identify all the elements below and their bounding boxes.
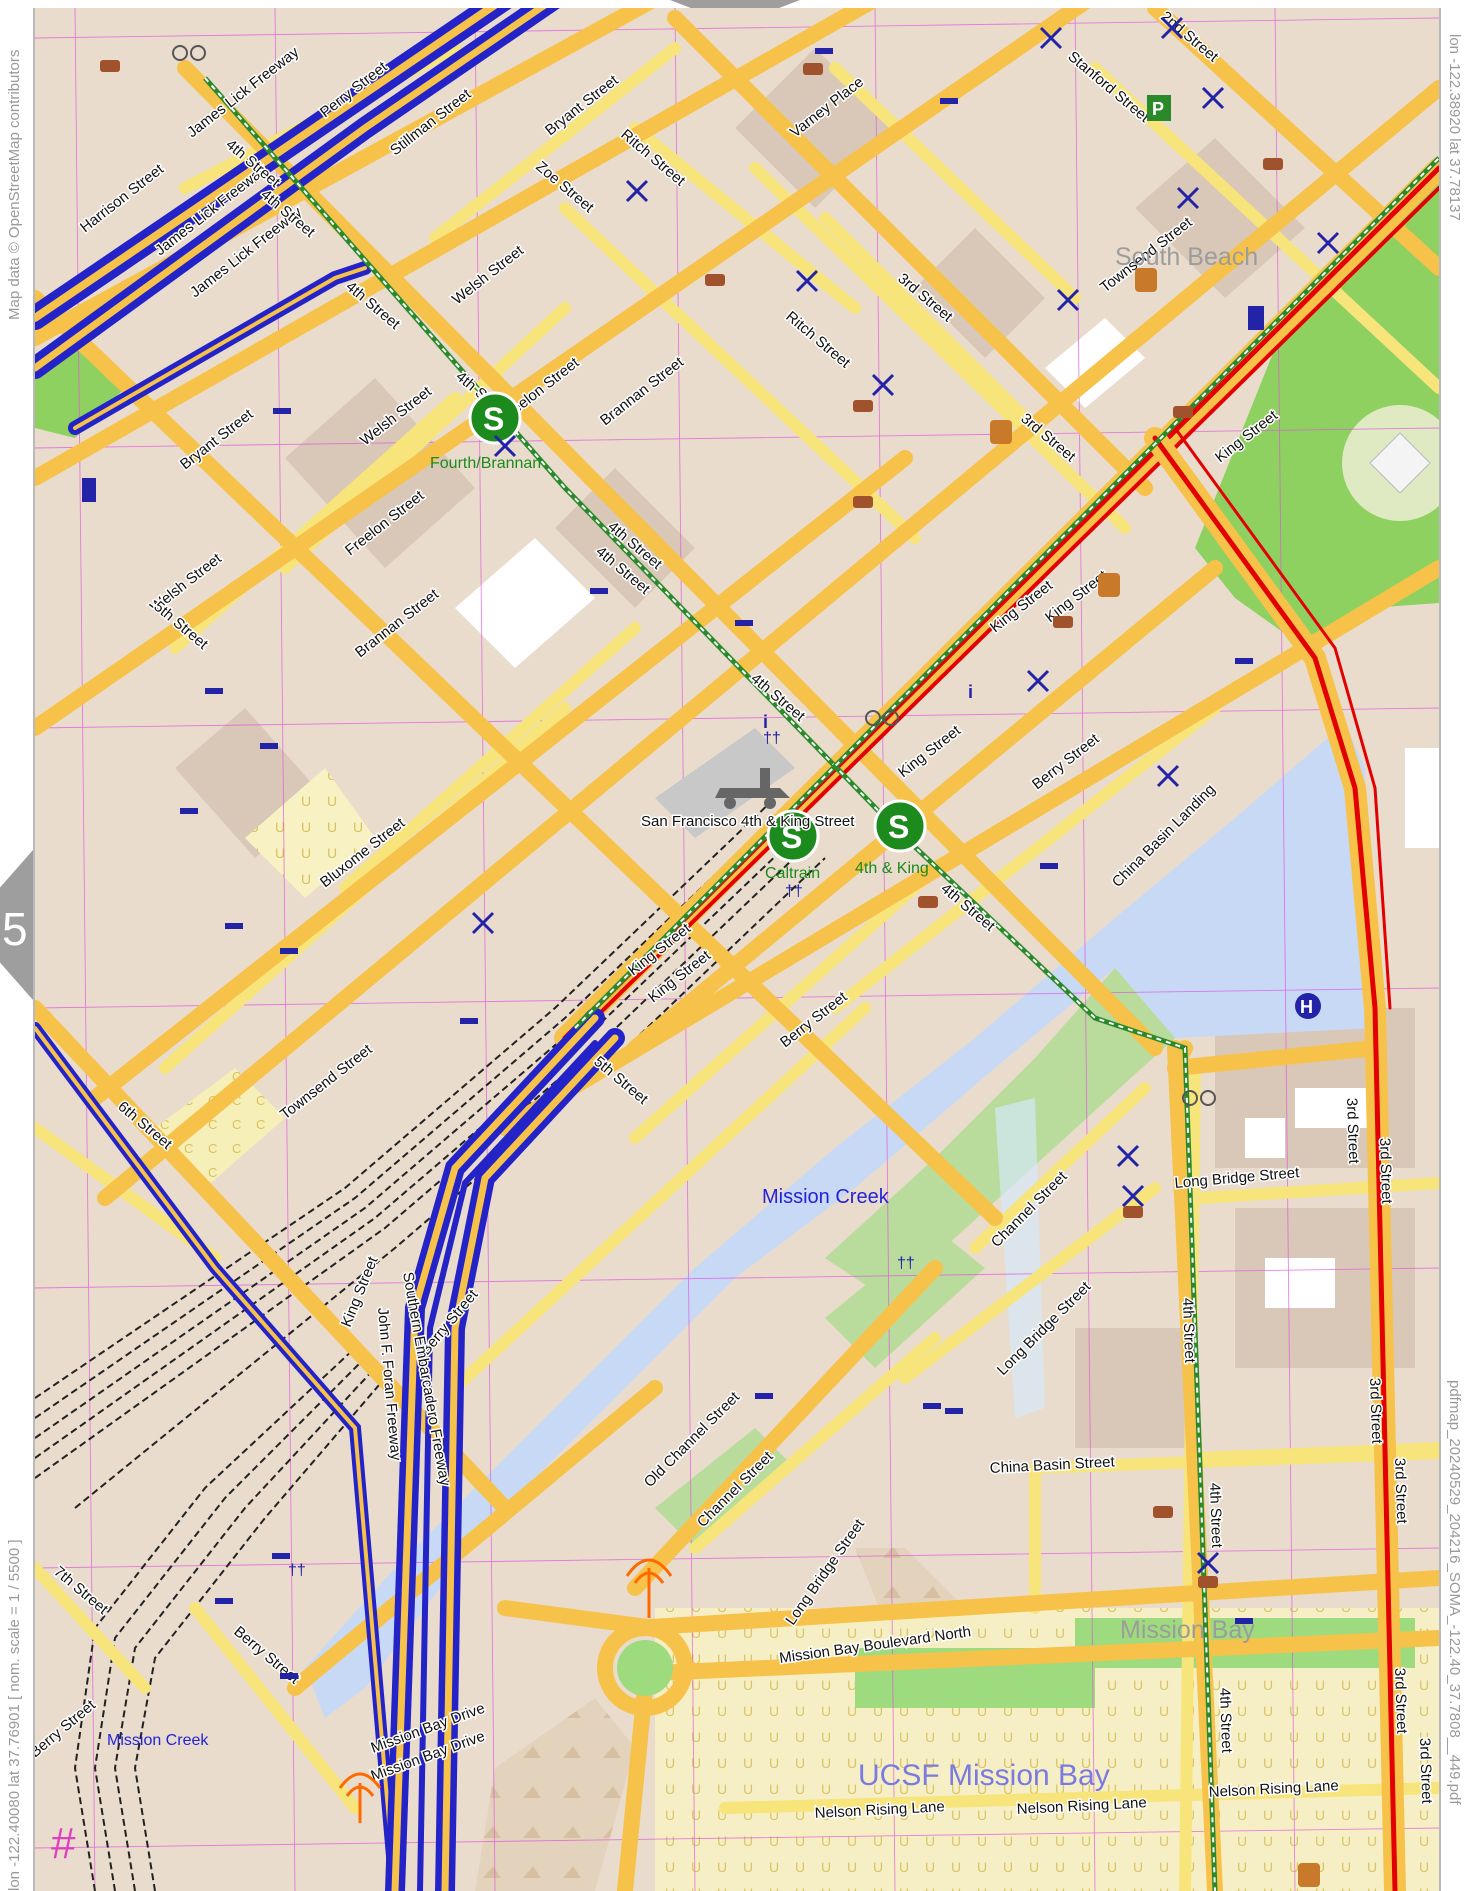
- label-third-8: 3rd Street: [1416, 1738, 1435, 1805]
- map-attribution: Map data © OpenStreetMap contributors: [6, 49, 23, 320]
- station-label-fourth-king: 4th & King: [855, 860, 929, 877]
- label-third-3: 3rd Street: [1343, 1098, 1362, 1165]
- svg-text:i: i: [763, 712, 768, 732]
- parking-icon: P: [1147, 95, 1171, 121]
- map-filename: pdfmap_20240529_204216_SOMA_-122.40_37.7…: [1446, 1380, 1463, 1805]
- bicycle-icon: [172, 45, 1216, 1106]
- map-canvas[interactable]: U C: [33, 8, 1441, 1891]
- map-svg: U C: [35, 8, 1439, 1891]
- page-tab-top: [670, 0, 800, 10]
- info-icon: i i: [763, 682, 973, 732]
- roundabout: [597, 1620, 693, 1716]
- area-mission-bay: Mission Bay: [1120, 1616, 1255, 1644]
- svg-text:H: H: [1300, 997, 1313, 1017]
- station-fourth-king[interactable]: S 4th & King: [855, 799, 929, 877]
- svg-text:P: P: [1152, 99, 1164, 119]
- station-platform: [655, 728, 795, 838]
- svg-text:††: ††: [763, 730, 781, 747]
- label-fourth-10: 4th Street: [1206, 1483, 1225, 1549]
- label-third-6: 3rd Street: [1391, 1458, 1410, 1525]
- svg-text:i: i: [968, 682, 973, 702]
- label-fourth-9: 4th Street: [1179, 1298, 1198, 1364]
- bench-icon: [180, 48, 1253, 1679]
- svg-text:††: ††: [897, 1255, 915, 1272]
- motorways: [35, 8, 625, 1891]
- label-fourth-11: 4th Street: [1216, 1688, 1235, 1754]
- page-tab-left: 5: [0, 850, 33, 1000]
- top-right-coordinates: lon -122.38920 lat 37.78137: [1446, 34, 1463, 221]
- toilets-icon: †† †† †† ††: [288, 730, 915, 1579]
- water-mission-creek: Mission Creek: [762, 1186, 890, 1208]
- s-metro-icon: S: [483, 401, 504, 437]
- label-third-4: 3rd Street: [1376, 1138, 1395, 1205]
- hotel-icon: H: [1295, 993, 1321, 1019]
- svg-text:††: ††: [785, 883, 803, 900]
- station-label-sf-4th-king: San Francisco 4th & King Street: [641, 813, 855, 830]
- cafe-icon: [100, 60, 1283, 1588]
- antenna-icon: [338, 1558, 673, 1823]
- poi-icons: i i †† †† †† †† H P: [82, 16, 1340, 1887]
- station-label-fourth-brannan: Fourth/Brannan: [430, 455, 541, 472]
- page-tab-number: 5: [2, 903, 28, 955]
- label-third-5: 3rd Street: [1366, 1378, 1385, 1445]
- station-label-caltrain: Caltrain: [765, 865, 820, 882]
- place-labels: South Beach Mission Bay UCSF Mission Bay…: [51, 243, 1258, 1868]
- area-south-beach: South Beach: [1115, 243, 1258, 271]
- area-ucsf: UCSF Mission Bay: [858, 1759, 1110, 1792]
- water-mission-creek-small: Mission Creek: [107, 1732, 209, 1749]
- roundabout-center: [617, 1640, 673, 1696]
- restaurant-icon: [471, 16, 1340, 1575]
- fastfood-icon: [990, 268, 1320, 1887]
- primary-roads: [35, 8, 1439, 1891]
- station-sf-4th-king[interactable]: San Francisco 4th & King Street: [640, 768, 857, 832]
- label-third-7: 3rd Street: [1391, 1668, 1410, 1735]
- svg-text:††: ††: [288, 1562, 306, 1579]
- train-icon: [715, 768, 790, 798]
- s-metro-icon: S: [781, 819, 802, 855]
- s-metro-icon: S: [888, 809, 909, 845]
- hash-symbol: #: [51, 1819, 76, 1868]
- station-fourth-brannan[interactable]: S Fourth/Brannan: [430, 391, 541, 472]
- fuel-icon: [82, 306, 1264, 502]
- bottom-left-coordinates: lon -122.40080 lat 37.76901 [ nom. scale…: [6, 1539, 23, 1891]
- station-caltrain[interactable]: S Caltrain: [765, 809, 820, 882]
